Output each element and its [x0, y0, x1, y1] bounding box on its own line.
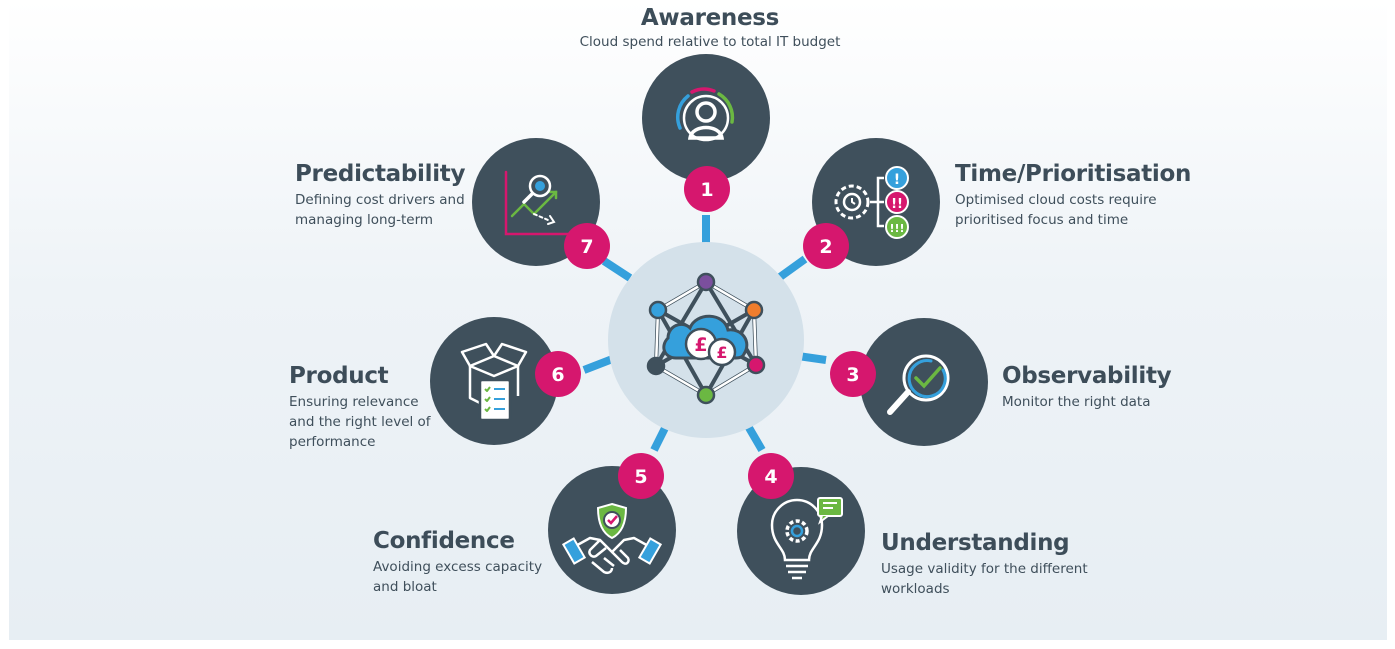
stage-4-title: Understanding — [881, 530, 1070, 556]
stage-4-description: Usage validity for the different workloa… — [881, 561, 1088, 597]
stage-3: 3 — [830, 318, 988, 446]
stage-7-description: Defining cost drivers and managing long-… — [295, 192, 465, 228]
stage-4-badge — [748, 453, 794, 499]
stage-3-number: 3 — [846, 364, 859, 386]
stage-1-badge — [684, 166, 730, 212]
stage-6-label: Product Ensuring relevance and the right… — [289, 362, 434, 452]
connector-4 — [744, 423, 766, 453]
stage-4: 4 — [737, 453, 865, 595]
stage-1-title: Awareness — [640, 5, 780, 31]
stage-2-number: 2 — [819, 236, 832, 258]
svg-text:!!!: !!! — [889, 222, 904, 235]
cloud-network-pound-icon: £ £ — [646, 272, 766, 405]
stage-1-circle — [642, 54, 770, 182]
pound-symbol-2: £ — [716, 343, 727, 362]
stage-4-label: Understanding Usage validity for the dif… — [881, 529, 1101, 599]
stage-4-number: 4 — [764, 466, 777, 488]
connector-2 — [777, 255, 808, 281]
magnifier-check-icon — [887, 354, 950, 415]
trend-chart-icon — [504, 170, 570, 236]
stage-2-title: Time/Prioritisation — [955, 161, 1192, 187]
stage-7-label: Predictability Defining cost drivers and… — [295, 160, 466, 230]
lightbulb-gear-icon — [770, 497, 843, 580]
stage-6: 6 — [430, 317, 581, 445]
stage-1-label: Awareness Cloud spend relative to total … — [560, 4, 860, 52]
person-gauge-icon — [676, 87, 735, 142]
clock-priority-icon: ! !! !!! — [834, 166, 909, 239]
stage-6-number: 6 — [551, 364, 564, 386]
handshake-shield-icon — [561, 502, 663, 575]
stage-3-description: Monitor the right data — [1002, 394, 1151, 410]
pound-symbol-1: £ — [694, 334, 707, 356]
stage-5: 5 — [548, 453, 676, 594]
svg-text:!!: !! — [891, 197, 903, 212]
stage-5-number: 5 — [634, 466, 647, 488]
connector-5 — [650, 424, 670, 452]
stage-5-title: Confidence — [373, 528, 515, 554]
stage-6-badge — [535, 351, 581, 397]
stage-5-label: Confidence Avoiding excess capacity and … — [373, 527, 553, 597]
hub: £ £ — [608, 242, 804, 438]
stage-3-title: Observability — [1002, 363, 1172, 389]
stage-7-badge — [564, 223, 610, 269]
stage-5-description: Avoiding excess capacity and bloat — [373, 559, 543, 595]
connector-3 — [797, 352, 827, 364]
stage-6-title: Product — [289, 363, 389, 389]
stage-7: 7 — [472, 138, 610, 269]
stage-2-label: Time/Prioritisation Optimised cloud cost… — [955, 160, 1195, 230]
stage-1-description: Cloud spend relative to total IT budget — [579, 34, 841, 50]
stage-3-circle — [860, 318, 988, 446]
connector-6 — [582, 354, 617, 374]
stage-2: ! !! !!! 2 — [803, 138, 940, 269]
stage-6-description: Ensuring relevance and the right level o… — [289, 394, 431, 450]
svg-text:!: ! — [894, 172, 900, 188]
stage-3-label: Observability Monitor the right data — [1002, 362, 1222, 412]
stage-2-description: Optimised cloud costs require prioritise… — [955, 192, 1157, 228]
stage-1-number: 1 — [700, 179, 713, 201]
stage-7-title: Predictability — [295, 161, 466, 187]
stage-1: 1 — [642, 54, 770, 212]
stage-7-number: 7 — [580, 236, 593, 258]
stage-2-badge — [803, 223, 849, 269]
box-checklist-icon — [460, 342, 528, 422]
connectors — [582, 215, 827, 453]
connector-7 — [601, 257, 633, 282]
stage-3-badge — [830, 351, 876, 397]
stage-5-badge — [618, 453, 664, 499]
